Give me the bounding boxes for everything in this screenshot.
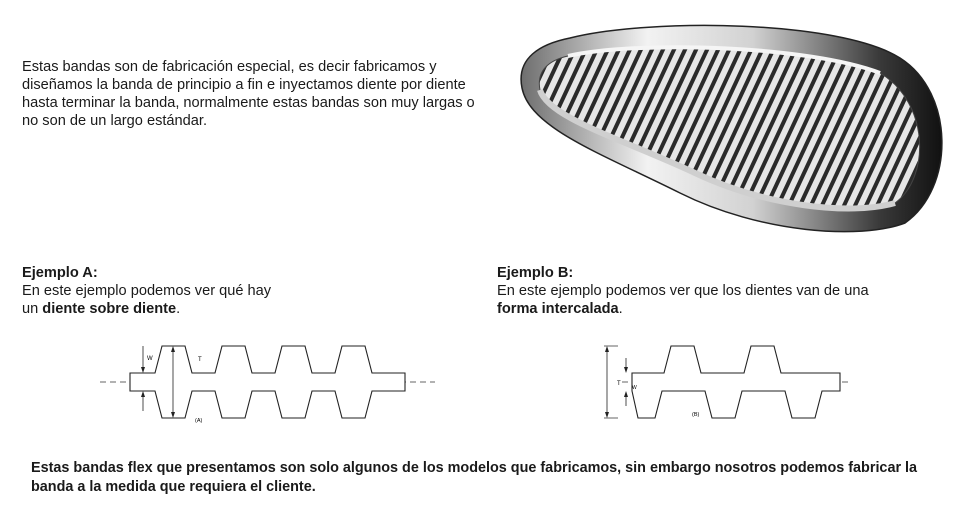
intro-paragraph: Estas bandas son de fabricación especial… bbox=[22, 59, 475, 129]
diagram-b-caption: (B) bbox=[692, 412, 700, 418]
diagram-a: W T (A) bbox=[100, 345, 435, 424]
example-b: Ejemplo B: En este ejemplo podemos ver q… bbox=[497, 264, 957, 318]
timing-belt-image bbox=[520, 24, 943, 233]
diagram-a-w-label: W bbox=[147, 356, 153, 362]
example-a: Ejemplo A: En este ejemplo podemos ver q… bbox=[22, 264, 462, 318]
example-b-bold: forma intercalada bbox=[497, 301, 619, 317]
example-b-line2-suffix: . bbox=[618, 301, 623, 317]
example-b-line1: En este ejemplo podemos ver que los dien… bbox=[497, 283, 869, 299]
diagram-b-w-label: W bbox=[632, 385, 637, 391]
example-b-line2: forma intercalada. bbox=[497, 300, 957, 318]
diagram-a-caption: (A) bbox=[195, 418, 203, 424]
example-a-line2-prefix: un bbox=[22, 301, 43, 317]
example-a-line2-suffix: . bbox=[176, 301, 181, 317]
example-a-bold: diente sobre diente bbox=[42, 301, 177, 317]
example-a-line1: En este ejemplo podemos ver qué hay bbox=[22, 283, 272, 299]
example-a-title: Ejemplo A: bbox=[22, 265, 98, 281]
diagram-b: T W (B) bbox=[604, 345, 850, 419]
diagram-b-t-label: T bbox=[617, 381, 621, 387]
example-b-title: Ejemplo B: bbox=[497, 265, 574, 281]
diagram-a-t-label: T bbox=[198, 357, 202, 363]
example-a-line2: un diente sobre diente. bbox=[22, 300, 462, 318]
footer-note: Estas bandas flex que presentamos son so… bbox=[31, 460, 918, 495]
